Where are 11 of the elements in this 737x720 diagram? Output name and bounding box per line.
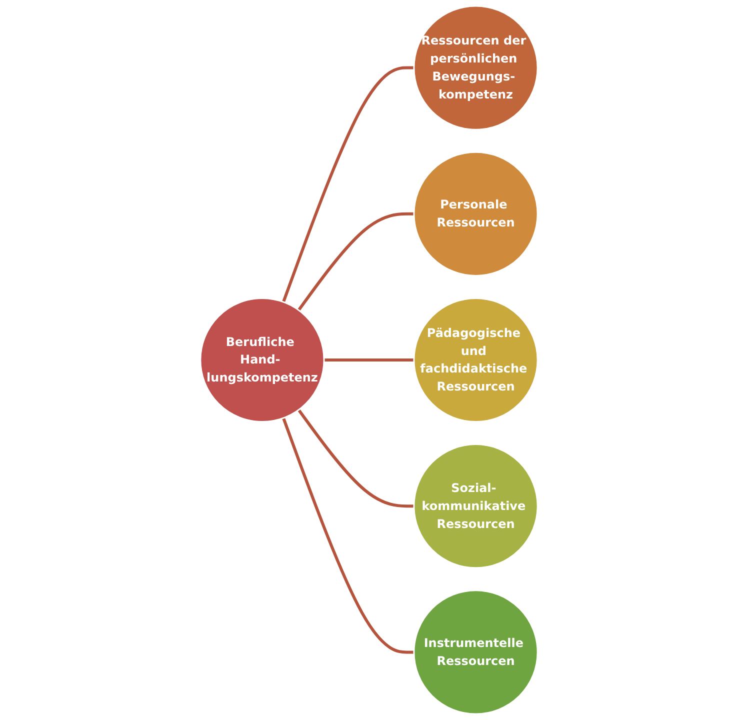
connector	[324, 358, 414, 362]
node-circle: Pädagogische und fachdidaktische Ressourcen	[412, 297, 538, 423]
node-circle: Instrumentelle Ressourcen	[412, 590, 538, 715]
node-circle: Berufliche Hand- lungskompetenz	[199, 297, 324, 423]
connector	[297, 409, 414, 508]
node-circle: Personale Ressourcen	[412, 151, 538, 276]
node-circle: Ressourcen der persönlichen Bewegungs- kompetenz	[412, 5, 538, 130]
connector	[282, 66, 414, 302]
connector	[297, 212, 414, 311]
node-circle: Sozial- kommunikative Ressourcen	[412, 444, 538, 569]
connector	[282, 418, 414, 654]
